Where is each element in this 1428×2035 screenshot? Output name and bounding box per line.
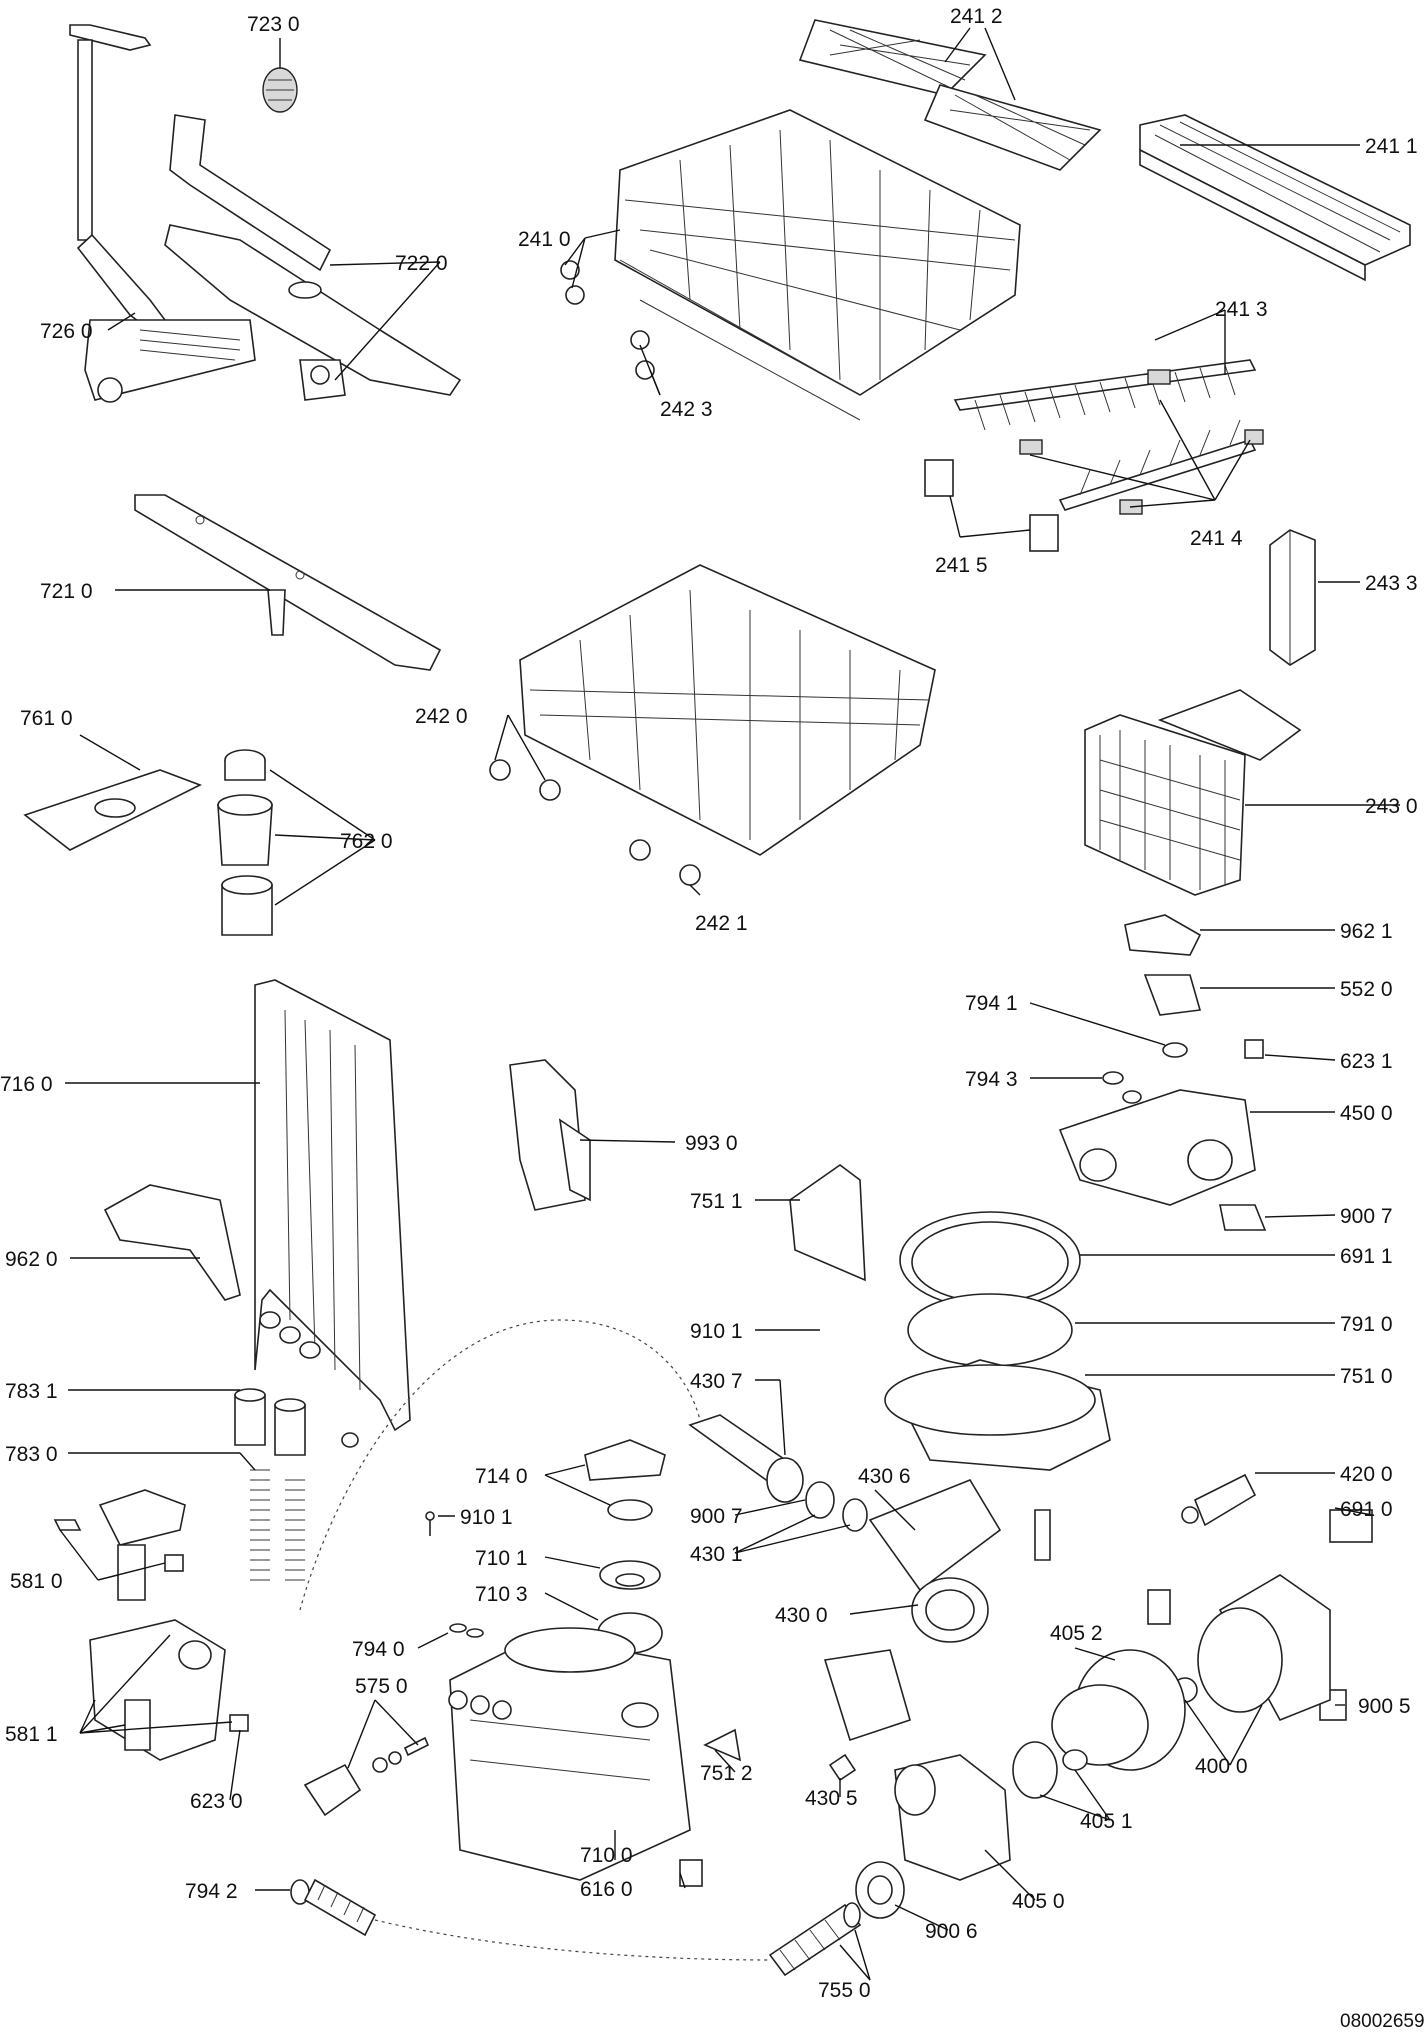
label-241-1: 241 1	[1365, 135, 1418, 158]
label-616-0: 616 0	[580, 1878, 633, 1901]
label-751-0: 751 0	[1340, 1365, 1393, 1388]
cutlery-basket	[1084, 689, 1302, 896]
leader-lines	[59, 27, 1400, 1981]
valve	[303, 1736, 430, 1817]
label-241-5: 241 5	[935, 554, 988, 577]
label-242-1: 242 1	[695, 912, 748, 935]
cup-shelf	[798, 19, 1102, 171]
label-900-6: 900 6	[925, 1920, 978, 1943]
upper-basket	[560, 109, 1021, 421]
label-716-0: 716 0	[0, 1073, 53, 1096]
spray-arm-supply-tube	[69, 24, 256, 403]
label-755-0: 755 0	[818, 1979, 871, 2002]
pump-heater-assembly	[1058, 914, 1267, 1231]
inlet-valves	[53, 1489, 249, 1761]
label-710-3: 710 3	[475, 1583, 528, 1606]
label-691-0: 691 0	[1340, 1498, 1393, 1521]
jug	[509, 1059, 591, 1211]
lower-basket	[489, 564, 936, 886]
label-714-0: 714 0	[475, 1465, 528, 1488]
label-783-0: 783 0	[5, 1443, 58, 1466]
sump-assembly	[884, 1211, 1111, 1471]
label-242-3: 242 3	[660, 398, 713, 421]
label-581-1: 581 1	[5, 1723, 58, 1746]
tine-rack	[953, 359, 1257, 511]
label-723-0: 723 0	[247, 13, 300, 36]
upper-spray-arm	[164, 114, 462, 401]
drawing-reference-number: 08002659	[1340, 2011, 1425, 2032]
label-581-0: 581 0	[10, 1570, 63, 1593]
small-filter-disc	[262, 67, 298, 113]
label-430-6: 430 6	[858, 1465, 911, 1488]
label-794-3: 794 3	[965, 1068, 1018, 1091]
label-405-2: 405 2	[1050, 1622, 1103, 1645]
lower-spray-arm	[134, 494, 442, 671]
label-243-3: 243 3	[1365, 572, 1418, 595]
routing-line-2	[374, 1919, 771, 1961]
label-900-7-b: 900 7	[690, 1505, 743, 1528]
rack-clips	[924, 369, 1264, 552]
label-430-1: 430 1	[690, 1543, 743, 1566]
label-900-7-a: 900 7	[1340, 1205, 1393, 1228]
label-241-2: 241 2	[950, 5, 1003, 28]
label-400-0: 400 0	[1195, 1755, 1248, 1778]
cutlery-tray	[1139, 114, 1411, 282]
label-450-0: 450 0	[1340, 1102, 1393, 1125]
label-241-3: 241 3	[1215, 298, 1268, 321]
label-794-1: 794 1	[965, 992, 1018, 1015]
water-duct	[254, 979, 411, 1448]
label-710-0: 710 0	[580, 1844, 633, 1867]
label-623-0: 623 0	[190, 1790, 243, 1813]
label-761-0: 761 0	[20, 707, 73, 730]
label-722-0: 722 0	[395, 252, 448, 275]
label-762-0: 762 0	[340, 830, 393, 853]
label-962-1: 962 1	[1340, 920, 1393, 943]
filter-set	[217, 749, 273, 936]
label-405-1: 405 1	[1080, 1810, 1133, 1833]
label-993-0: 993 0	[685, 1132, 738, 1155]
label-241-0: 241 0	[518, 228, 571, 251]
label-623-1: 623 1	[1340, 1050, 1393, 1073]
label-243-0: 243 0	[1365, 795, 1418, 818]
drain-hose	[768, 1861, 905, 1977]
label-751-1: 751 1	[690, 1190, 743, 1213]
part-labels: 723 0 241 2 241 1 241 0 722 0 726 0 242 …	[0, 5, 1425, 2032]
label-791-0: 791 0	[1340, 1313, 1393, 1336]
sensor	[1181, 1473, 1257, 1527]
label-430-7: 430 7	[690, 1370, 743, 1393]
duct-cover	[103, 1184, 241, 1301]
label-910-1-b: 910 1	[460, 1506, 513, 1529]
filter-cap	[425, 1439, 666, 1654]
label-691-1: 691 1	[1340, 1245, 1393, 1268]
motor-pump	[894, 1574, 1331, 1881]
label-726-0: 726 0	[40, 320, 93, 343]
label-710-1: 710 1	[475, 1547, 528, 1570]
basket-insert	[1269, 529, 1316, 666]
label-721-0: 721 0	[40, 580, 93, 603]
label-910-1-a: 910 1	[690, 1320, 743, 1343]
filter-plate	[23, 769, 202, 851]
label-575-0: 575 0	[355, 1675, 408, 1698]
label-751-2: 751 2	[700, 1762, 753, 1785]
inlet-hose	[290, 1878, 377, 1937]
label-962-0: 962 0	[5, 1248, 58, 1271]
label-900-5: 900 5	[1358, 1695, 1411, 1718]
small-o-rings	[449, 1623, 484, 1638]
label-242-0: 242 0	[415, 705, 468, 728]
label-405-0: 405 0	[1012, 1890, 1065, 1913]
shield-cover	[789, 1164, 866, 1282]
label-794-2: 794 2	[185, 1880, 238, 1903]
label-794-0: 794 0	[352, 1638, 405, 1661]
label-783-1: 783 1	[5, 1380, 58, 1403]
salt-tank	[448, 1627, 691, 1881]
label-552-0: 552 0	[1340, 978, 1393, 1001]
hose-connectors	[688, 1414, 1051, 1742]
label-430-0: 430 0	[775, 1604, 828, 1627]
hose-segments	[234, 1388, 306, 1581]
label-430-5: 430 5	[805, 1787, 858, 1810]
label-420-0: 420 0	[1340, 1463, 1393, 1486]
label-241-4: 241 4	[1190, 527, 1243, 550]
